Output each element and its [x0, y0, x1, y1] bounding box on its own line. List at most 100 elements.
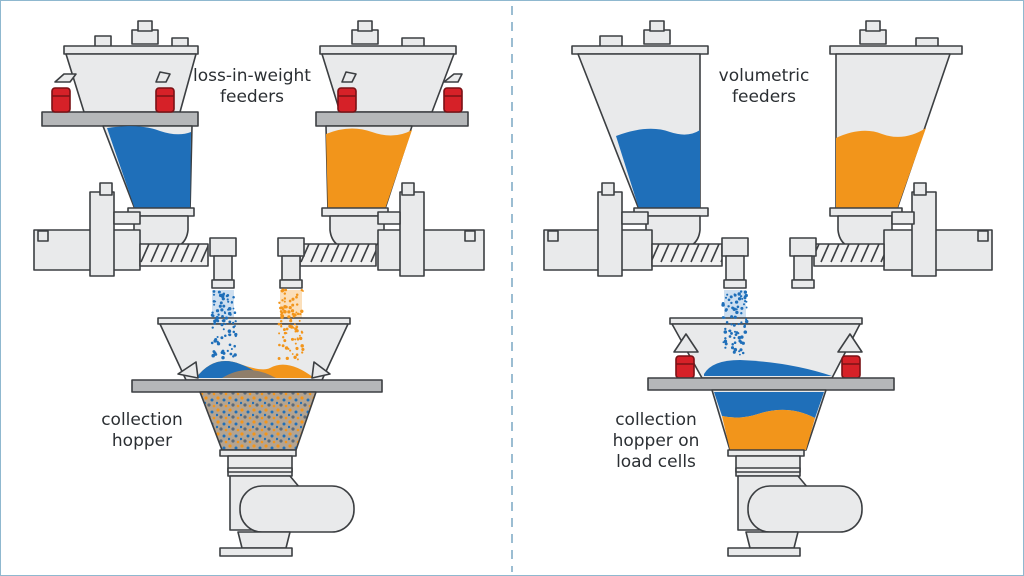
- material-particle: [221, 315, 224, 318]
- material-particle: [730, 301, 733, 305]
- material-particle: [295, 346, 299, 351]
- material-particle: [234, 325, 236, 327]
- material-particle: [724, 327, 727, 331]
- material-particle: [724, 342, 728, 346]
- material-particle: [283, 297, 287, 300]
- material-particle: [295, 311, 298, 314]
- material-particle: [728, 335, 732, 338]
- material-particle: [724, 346, 727, 349]
- left-orange-screw-conveyor: [277, 182, 485, 289]
- material-particle: [232, 296, 235, 299]
- material-particle: [730, 346, 735, 350]
- left-orange-particles: [277, 288, 305, 361]
- material-particle: [726, 293, 729, 296]
- material-particle: [294, 327, 298, 331]
- material-particle: [300, 344, 304, 348]
- material-particle: [230, 347, 233, 351]
- material-particle: [289, 349, 292, 352]
- material-particle: [284, 288, 288, 292]
- material-particle: [224, 334, 227, 337]
- material-particle: [212, 300, 216, 303]
- material-particle: [739, 348, 743, 352]
- material-particle: [233, 344, 236, 348]
- right-blue-feeder: [571, 20, 709, 251]
- material-particle: [293, 355, 297, 359]
- label-line: loss-in-weight: [193, 66, 311, 86]
- material-particle: [281, 314, 284, 317]
- label-line: feeders: [220, 87, 284, 107]
- material-particle: [289, 319, 292, 323]
- right-orange-screw-conveyor: [789, 182, 993, 289]
- material-particle: [228, 343, 232, 347]
- material-particle: [232, 321, 235, 325]
- material-particle: [301, 347, 305, 351]
- material-particle: [732, 323, 736, 327]
- material-particle: [741, 351, 745, 355]
- material-particle: [220, 308, 224, 312]
- right-orange-feeder: [829, 20, 963, 251]
- material-particle: [298, 334, 301, 337]
- material-particle: [282, 336, 285, 339]
- material-particle: [298, 319, 301, 322]
- material-particle: [735, 331, 739, 334]
- left-orange-feeder: [315, 20, 469, 251]
- material-particle: [745, 300, 748, 303]
- material-particle: [283, 292, 287, 295]
- material-particle: [739, 290, 743, 293]
- material-particle: [213, 339, 217, 343]
- material-particle: [229, 352, 233, 356]
- left-blue-feeder: [41, 20, 199, 251]
- material-particle: [287, 310, 291, 314]
- material-particle: [724, 337, 727, 340]
- material-particle: [224, 316, 229, 320]
- material-particle: [283, 339, 287, 343]
- material-particle: [295, 295, 298, 299]
- material-particle: [230, 301, 234, 304]
- material-particle: [299, 312, 302, 316]
- material-particle: [722, 341, 725, 344]
- material-particle: [743, 290, 748, 294]
- material-particle: [233, 311, 237, 314]
- material-particle: [722, 302, 725, 306]
- material-particle: [727, 298, 731, 302]
- material-particle: [730, 315, 734, 319]
- left-blue-particles: [210, 290, 238, 360]
- load-cell-icon: [51, 73, 77, 113]
- material-particle: [284, 346, 289, 350]
- material-particle: [288, 324, 292, 328]
- material-particle: [234, 320, 237, 323]
- material-particle: [743, 325, 746, 328]
- material-particle: [210, 341, 214, 345]
- collection-hopper-on-load-cells-label: collection hopper on load cells: [594, 410, 718, 473]
- material-particle: [213, 303, 216, 306]
- material-particle: [227, 311, 232, 316]
- material-particle: [290, 337, 295, 341]
- material-particle: [745, 306, 748, 309]
- material-particle: [281, 299, 284, 302]
- material-particle: [291, 297, 295, 301]
- material-particle: [283, 305, 287, 309]
- material-particle: [218, 290, 221, 293]
- material-particle: [217, 313, 220, 316]
- material-particle: [737, 323, 740, 326]
- material-particle: [296, 312, 300, 316]
- load-cell-icon: [337, 71, 357, 113]
- material-particle: [228, 333, 231, 336]
- material-particle: [290, 309, 295, 313]
- material-particle: [721, 316, 725, 319]
- load-cell-icon: [155, 71, 175, 113]
- material-particle: [737, 292, 741, 296]
- right-blue-screw-conveyor: [543, 182, 749, 289]
- material-particle: [735, 308, 738, 311]
- material-particle: [282, 328, 286, 332]
- material-particle: [212, 293, 216, 296]
- material-particle: [724, 308, 728, 312]
- material-particle: [291, 303, 295, 307]
- material-particle: [733, 341, 737, 344]
- material-particle: [221, 356, 225, 360]
- material-particle: [295, 293, 299, 296]
- material-particle: [733, 307, 736, 310]
- label-line: hopper on: [612, 431, 700, 451]
- material-particle: [278, 301, 281, 304]
